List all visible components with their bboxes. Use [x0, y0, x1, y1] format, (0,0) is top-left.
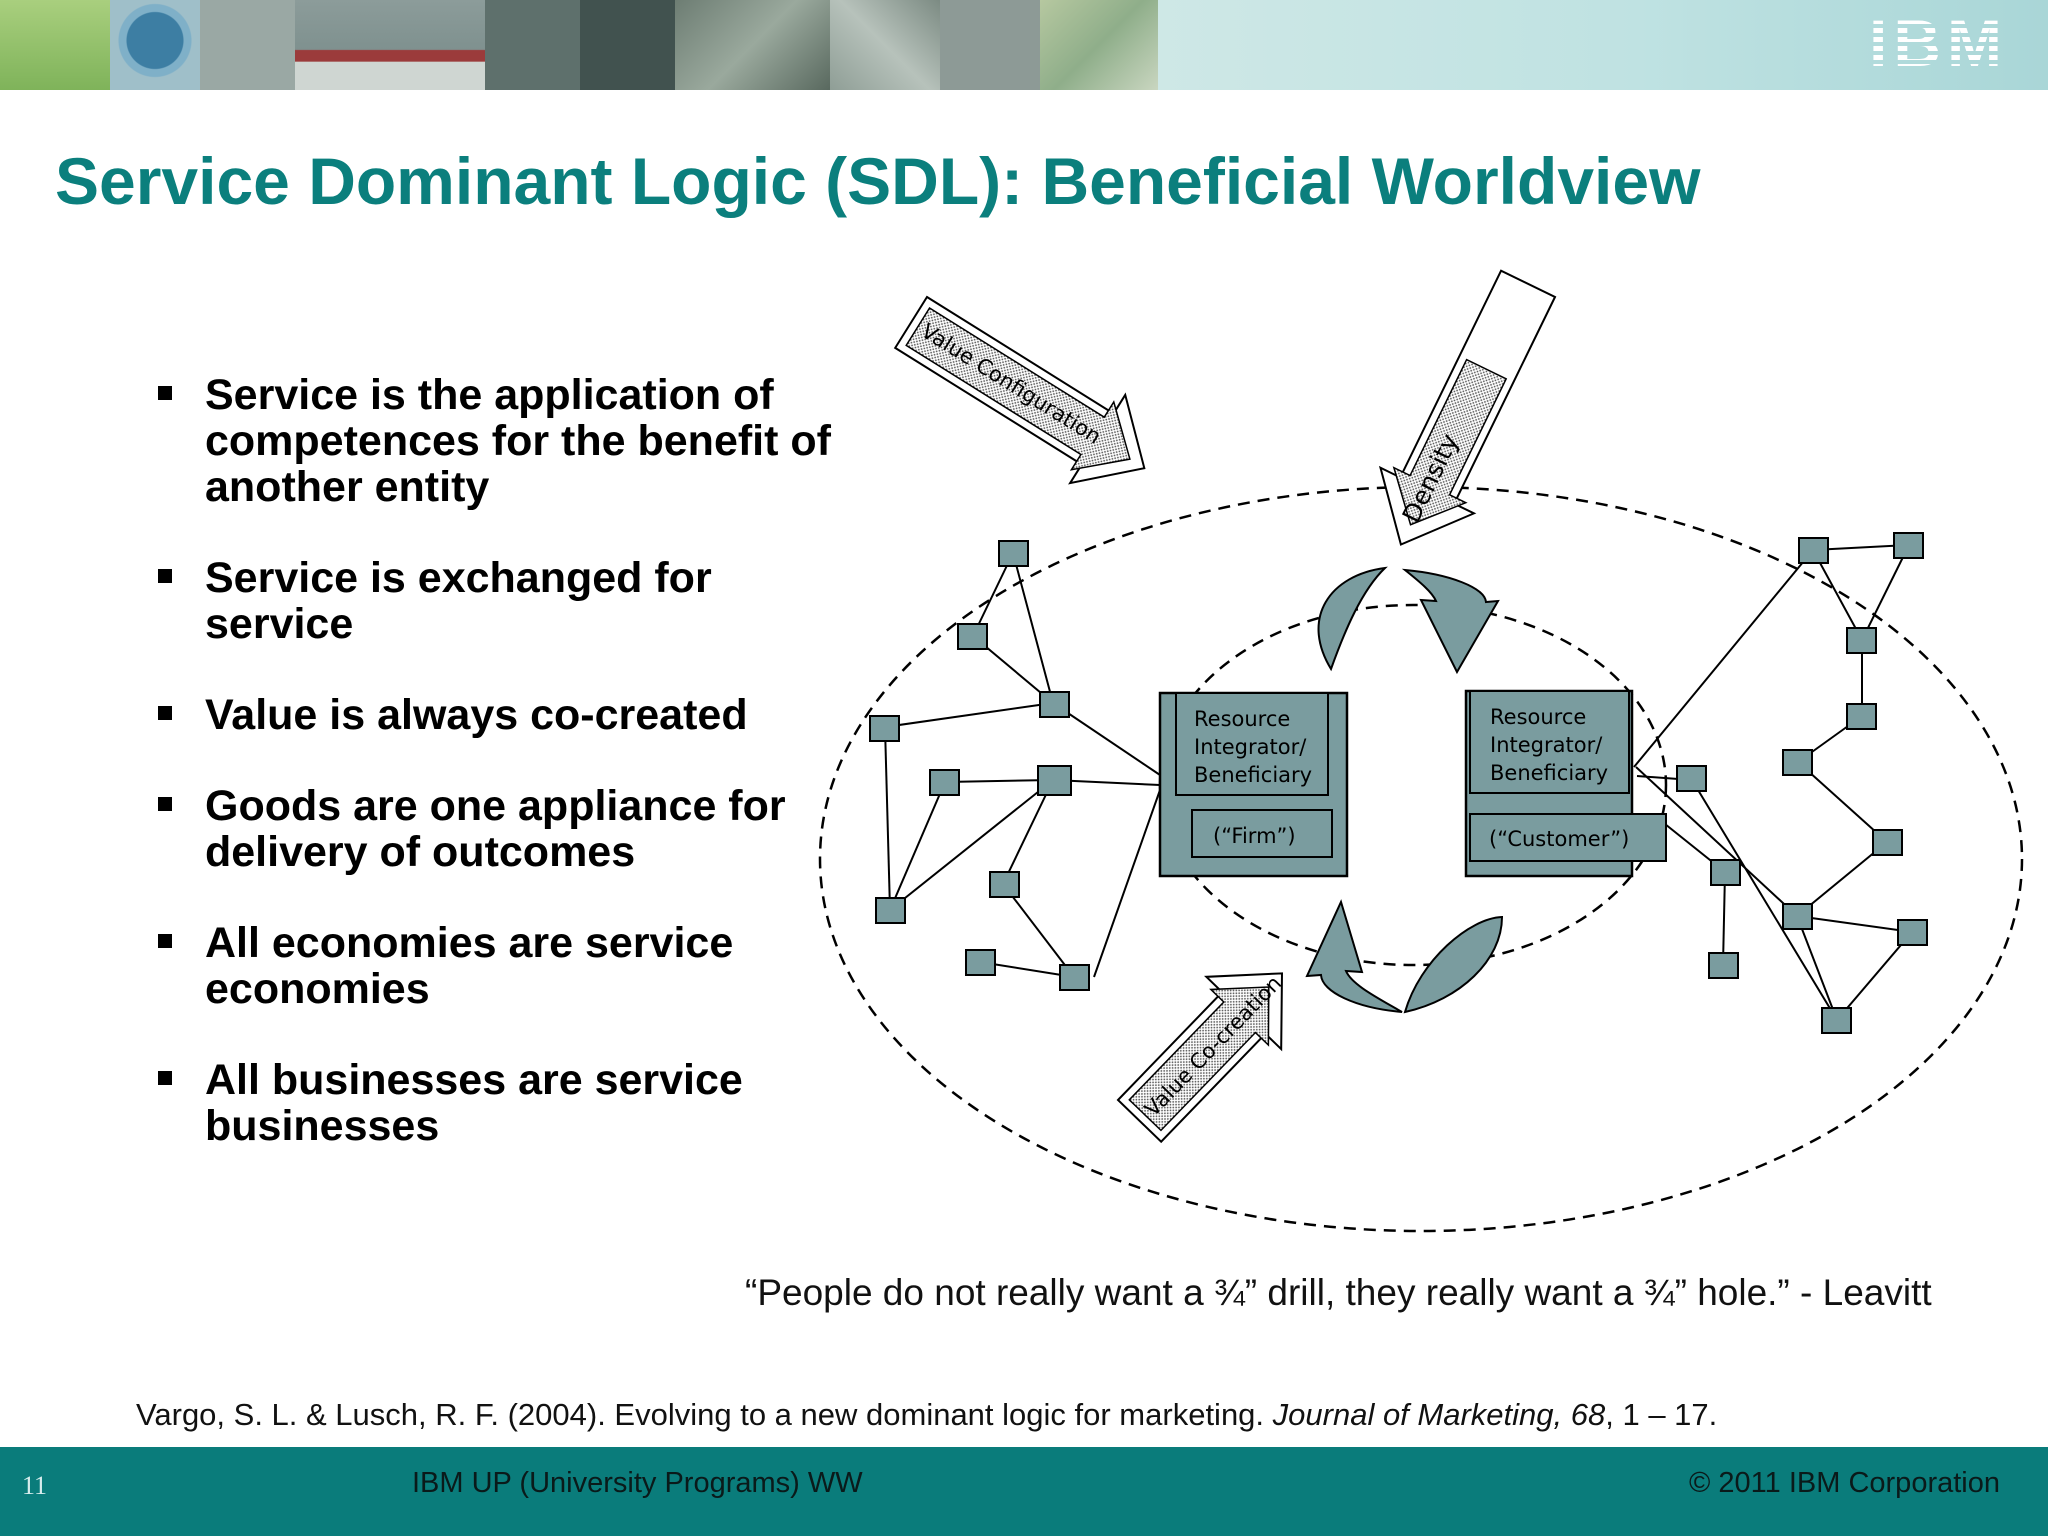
value-cocreation-label: Value Co-creation: [1140, 971, 1286, 1121]
network-node: [1782, 903, 1813, 930]
firm-box: Resource Integrator/ Beneficiary (“Firm”…: [1158, 691, 1349, 878]
customer-label-line1: Resource: [1490, 705, 1586, 729]
bullet-square-icon: [158, 797, 172, 811]
outer-ecosystem-ellipse: [818, 485, 2024, 1233]
network-node: [1059, 964, 1090, 991]
bullet-text: Service is exchanged for service: [205, 554, 712, 648]
network-node: [869, 715, 900, 742]
network-node: [989, 871, 1020, 898]
bullet-item: All businesses are service businesses: [150, 1057, 840, 1149]
slide-title: Service Dominant Logic (SDL): Beneficial…: [55, 144, 1701, 218]
bullet-text: All businesses are service businesses: [205, 1056, 743, 1150]
network-node: [957, 623, 988, 650]
customer-label-line2: Integrator/: [1490, 733, 1603, 757]
network-node: [1846, 627, 1877, 654]
network-node: [1821, 1007, 1852, 1034]
ibm-logo: IBM: [1869, 6, 2008, 80]
bullet-square-icon: [158, 1071, 172, 1085]
page-number: 11: [22, 1471, 48, 1500]
cycle-arrow-bottom-left: [1305, 899, 1403, 1013]
density-arrow: Density: [1378, 269, 1557, 546]
bullet-text: Goods are one appliance for delivery of …: [205, 782, 786, 876]
network-node: [1710, 859, 1741, 886]
cocreation-cycle-arrows: [1305, 566, 1504, 1014]
bullet-item: All economies are service economies: [150, 920, 840, 1012]
banner-image-house: [295, 0, 485, 90]
bullet-text: Value is always co-created: [205, 691, 748, 739]
network-node: [965, 949, 996, 976]
banner-image-aerial: [675, 0, 830, 90]
firm-label-line1: Resource: [1194, 707, 1290, 731]
network-node: [1039, 691, 1070, 718]
citation-journal: Journal of Marketing, 68: [1272, 1397, 1606, 1432]
value-configuration-label: Value Configuration: [917, 319, 1105, 449]
bullet-square-icon: [158, 706, 172, 720]
citation-pages: , 1 – 17.: [1605, 1397, 1718, 1432]
bullet-square-icon: [158, 386, 172, 400]
firm-label-line3: Beneficiary: [1194, 763, 1312, 787]
banner-image-map: [830, 0, 940, 90]
customer-box: Resource Integrator/ Beneficiary (“Custo…: [1464, 689, 1667, 878]
bullet-text: Service is the application of competence…: [205, 371, 831, 511]
value-cocreation-arrow: Value Co-creation: [1116, 971, 1286, 1144]
citation: Vargo, S. L. & Lusch, R. F. (2004). Evol…: [136, 1397, 1717, 1433]
network-node: [1893, 532, 1924, 559]
network-node: [875, 897, 906, 924]
bullet-item: Service is exchanged for service: [150, 555, 840, 647]
network-node: [1782, 749, 1813, 776]
network-node: [929, 769, 960, 796]
cycle-arrow-top-left: [1317, 566, 1388, 672]
footer-bar: 11 IBM UP (University Programs) WW © 201…: [0, 1447, 2048, 1536]
bullet-item: Goods are one appliance for delivery of …: [150, 783, 840, 875]
cycle-arrow-bottom-right: [1403, 915, 1504, 1014]
banner-image-tree: [0, 0, 110, 90]
value-configuration-arrow: Value Configuration: [893, 295, 1146, 485]
header-banner: IBM: [0, 0, 2048, 90]
network-node: [1708, 952, 1739, 979]
network-node: [1798, 537, 1829, 564]
banner-image-grey2: [940, 0, 1040, 90]
bullet-square-icon: [158, 569, 172, 583]
network-node: [1676, 765, 1707, 792]
bullet-item: Value is always co-created: [150, 692, 840, 738]
banner-image-teal: [580, 0, 675, 90]
network-node: [1846, 703, 1877, 730]
network-node: [1897, 919, 1928, 946]
network-node: [998, 540, 1029, 567]
bullet-item: Service is the application of competence…: [150, 372, 840, 510]
banner-image-globe: [110, 0, 200, 90]
banner-image-dark: [485, 0, 580, 90]
citation-authors: Vargo, S. L. & Lusch, R. F. (2004). Evol…: [136, 1397, 1273, 1432]
network-node: [1037, 765, 1072, 796]
firm-name-label: (“Firm”): [1213, 824, 1296, 848]
customer-label-line3: Beneficiary: [1490, 761, 1608, 785]
customer-name-label: (“Customer”): [1489, 827, 1629, 851]
firm-label-line2: Integrator/: [1194, 735, 1307, 759]
cycle-arrow-top-right: [1401, 568, 1500, 675]
footer-copyright: © 2011 IBM Corporation: [1689, 1467, 2000, 1499]
network-node: [1872, 829, 1903, 856]
bullet-square-icon: [158, 934, 172, 948]
right-network-edges: [1633, 544, 1913, 1021]
bullet-text: All economies are service economies: [205, 919, 734, 1013]
banner-image-grey: [200, 0, 295, 90]
left-network-edges: [884, 552, 1161, 978]
banner-image-circuit: [1040, 0, 1158, 90]
network-nodes: [869, 532, 1928, 1034]
leavitt-quote: “People do not really want a ¾” drill, t…: [745, 1272, 1932, 1313]
footer-left-text: IBM UP (University Programs) WW: [412, 1467, 863, 1499]
bullet-list: Service is the application of competence…: [150, 372, 840, 1194]
